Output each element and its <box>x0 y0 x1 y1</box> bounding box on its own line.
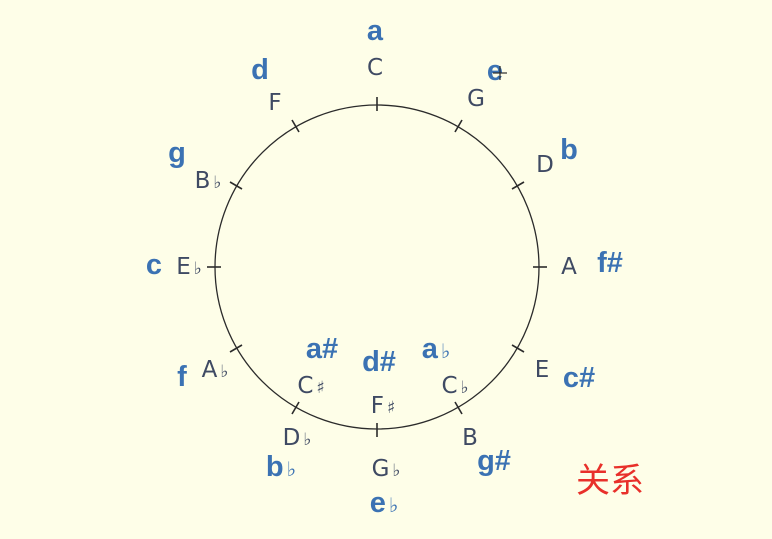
minor-key-f-sharp: f# <box>597 247 623 279</box>
tick-d-flat <box>291 401 300 415</box>
major-key-c: C <box>367 55 383 81</box>
tick-d <box>511 181 525 190</box>
inner-major-key-c-flat: C♭ <box>441 373 468 399</box>
fifths-circle <box>214 104 540 430</box>
minor-key-e-flat: e♭ <box>370 487 399 519</box>
tick-f <box>291 119 300 133</box>
minor-key-c-sharp: c# <box>563 362 595 394</box>
inner-minor-key-a-sharp: a# <box>306 333 338 365</box>
major-key-e: E <box>535 357 550 383</box>
crosshair-cursor-icon <box>493 66 507 80</box>
major-key-d-flat: D♭ <box>283 425 312 451</box>
minor-key-c: c <box>146 249 162 281</box>
inner-minor-key-a-flat: a♭ <box>422 333 451 365</box>
minor-key-f: f <box>177 361 187 393</box>
tick-b <box>454 401 463 415</box>
major-key-g: G <box>467 86 485 112</box>
minor-key-g-sharp: g# <box>477 445 511 477</box>
major-key-b: B <box>462 425 478 451</box>
relation-label: 关系 <box>576 461 644 501</box>
tick-g <box>454 119 463 133</box>
inner-major-key-f-sharp: F♯ <box>371 393 395 419</box>
minor-key-e: e <box>487 55 503 87</box>
major-key-g-flat: G♭ <box>372 456 401 482</box>
minor-key-g: g <box>168 137 186 169</box>
minor-key-b-flat: b♭ <box>266 451 296 483</box>
minor-key-d: d <box>251 54 269 86</box>
inner-major-key-c-sharp: C♯ <box>297 373 324 399</box>
minor-key-b: b <box>560 134 578 166</box>
tick-b-flat <box>229 181 243 190</box>
major-key-b-flat: B♭ <box>195 168 222 194</box>
tick-a-flat <box>229 344 243 353</box>
major-key-f: F <box>268 90 281 116</box>
minor-key-a: a <box>367 15 384 47</box>
tick-e <box>511 344 525 353</box>
major-key-e-flat: E♭ <box>176 254 202 280</box>
major-key-a-flat: A♭ <box>202 357 229 383</box>
major-key-a: A <box>561 254 577 280</box>
major-key-d: D <box>536 152 554 178</box>
inner-minor-key-d-sharp: d# <box>362 346 396 378</box>
